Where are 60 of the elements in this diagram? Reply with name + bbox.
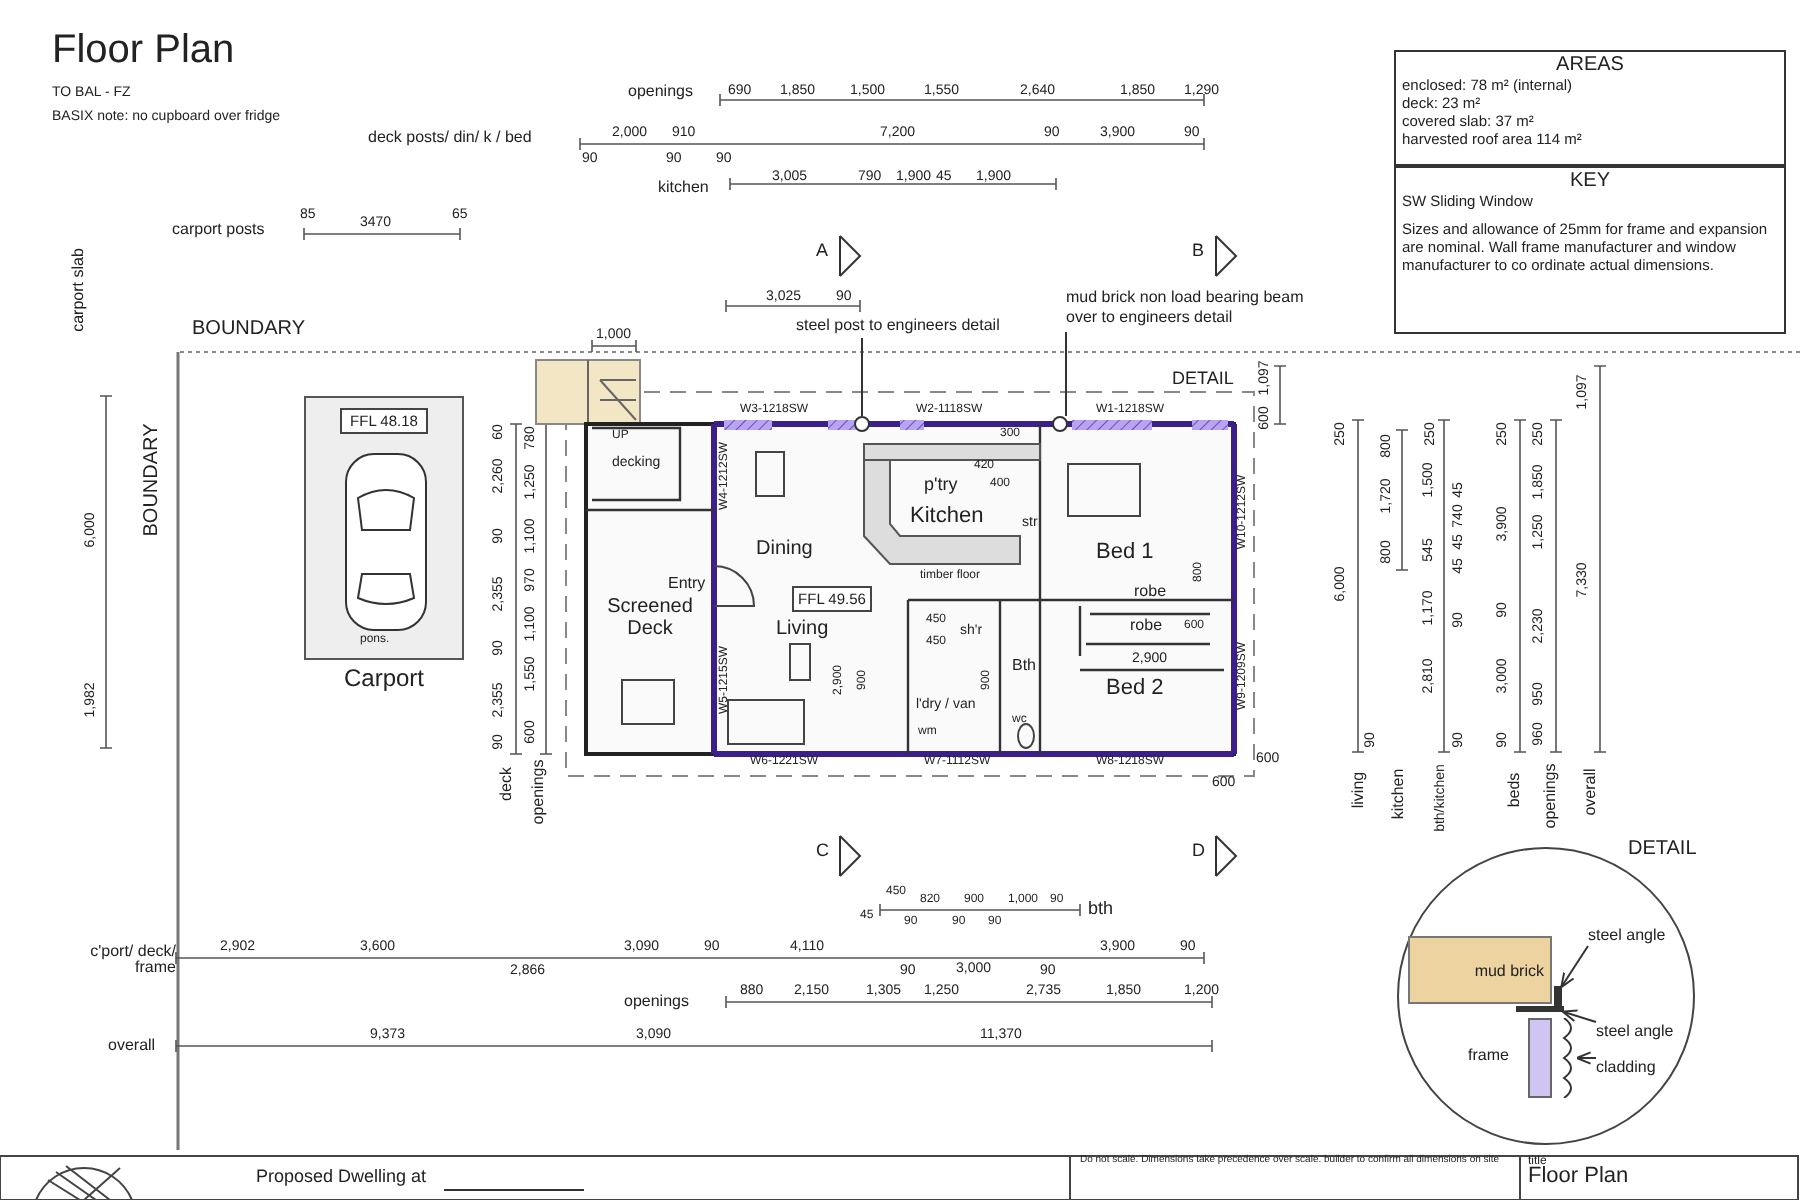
leader-line — [1575, 1051, 1597, 1065]
dimension-text: carport slab — [71, 248, 89, 332]
title: Floor Plan — [52, 28, 235, 72]
steel-angle-section — [1516, 1006, 1564, 1012]
steel-angle-section — [1554, 986, 1562, 1006]
label-text: openings — [628, 83, 693, 101]
label-text: carport posts — [172, 221, 265, 239]
label-text: openings — [624, 993, 689, 1011]
dimension-text: openings — [1543, 763, 1561, 829]
callout-text: steel angle — [1588, 926, 1680, 946]
callout-text: cladding — [1596, 1058, 1664, 1078]
info-panel — [1394, 166, 1786, 334]
label-text: robe — [1134, 583, 1167, 601]
dimension-text: living — [1351, 771, 1369, 809]
label-text: Entry — [668, 575, 706, 593]
label-text: kitchen — [658, 179, 709, 197]
label-text: BOUNDARY — [192, 317, 305, 339]
leader-line — [1065, 331, 1067, 417]
area-heading: Carport — [341, 664, 426, 692]
label-text: B — [1192, 242, 1205, 262]
label-text: Bed 2 — [1106, 675, 1164, 701]
label-text: bth — [1088, 900, 1114, 920]
steel-post-marker — [1052, 416, 1068, 432]
label-text: C — [816, 842, 829, 862]
label-text: overall — [108, 1037, 156, 1055]
detail-heading: DETAIL — [1628, 838, 1697, 860]
label-text: Proposed Dwelling at — [256, 1168, 427, 1188]
dimension-text: deck — [499, 767, 517, 801]
dimension-text: beds — [1507, 772, 1525, 808]
label-text: Dining — [756, 537, 813, 559]
panel-heading: AREAS — [1554, 54, 1626, 76]
steel-post-marker — [854, 416, 870, 432]
label-text: robe — [1130, 617, 1163, 635]
label-text: c'port/ deck/ frame — [88, 943, 176, 979]
panel-heading: KEY — [1567, 170, 1612, 192]
callout-text: steel post to engineers detail — [796, 316, 1032, 338]
dimension-text: overall — [1583, 768, 1601, 816]
callout-text: steel angle — [1596, 1022, 1688, 1042]
label-text: deck posts/ din/ k / bed — [368, 129, 532, 147]
label-text: A — [816, 242, 829, 262]
dimension-text: openings — [531, 759, 549, 825]
label-text: DETAIL — [1172, 370, 1234, 390]
label-text: D — [1192, 842, 1205, 862]
label-text: p'try — [924, 476, 958, 496]
part-label: frame — [1468, 1046, 1509, 1064]
callout-text: mud brick non load bearing beam over to engineers detail — [1066, 288, 1310, 332]
mud-brick-section: mud brick — [1408, 936, 1552, 1004]
label-text: Bth — [1012, 657, 1037, 675]
leader-line — [861, 337, 863, 417]
label-text: Floor Plan — [1528, 1163, 1629, 1189]
label-text: Bed 1 — [1096, 539, 1154, 565]
leader-line — [1560, 945, 1589, 989]
dimension-text: BOUNDARY — [141, 423, 163, 537]
info-panel — [1394, 50, 1786, 166]
dimension-text: kitchen — [1391, 768, 1409, 820]
leader-line — [1561, 1009, 1597, 1023]
label-text: Kitchen — [910, 503, 984, 529]
cladding-drawing — [1562, 1018, 1578, 1098]
label-text: Screened Deck — [605, 595, 695, 639]
label-text: Living — [776, 617, 829, 639]
